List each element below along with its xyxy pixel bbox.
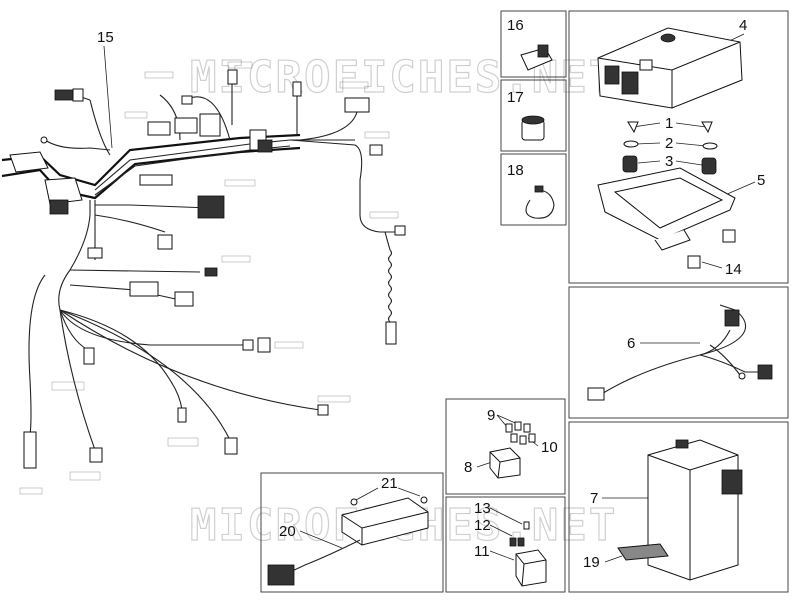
part-18-cable-tie: 18 [507, 162, 555, 219]
callout-15: 15 [97, 29, 114, 46]
callout-4: 4 [739, 17, 747, 34]
leader-15 [103, 45, 113, 149]
part-16-connector-cap: 16 [507, 17, 553, 71]
callout-5: 5 [757, 172, 765, 189]
panel-part-17 [500, 79, 567, 152]
callout-2: 2 [665, 135, 673, 152]
callout-14: 14 [725, 261, 742, 278]
callout-8: 8 [464, 459, 472, 476]
callout-16: 16 [507, 17, 524, 34]
panel-ecu [568, 10, 789, 284]
battery-assembly: 7 19 [583, 439, 743, 581]
ecu-assembly: 4 1 2 3 5 14 [597, 17, 765, 278]
callout-12: 12 [474, 517, 491, 534]
callout-21: 21 [381, 475, 398, 492]
panel-borders [260, 10, 789, 593]
main-wiring-harness [1, 69, 406, 469]
module-20-assembly: 21 20 [267, 475, 429, 586]
callout-3: 3 [665, 153, 673, 170]
fuse-box-assembly: 9 10 8 [464, 407, 558, 479]
part-6-sub-harness: 6 [587, 304, 773, 401]
callout-20: 20 [279, 523, 296, 540]
panel-battery [568, 421, 789, 593]
callout-6: 6 [627, 335, 635, 352]
callout-17: 17 [507, 89, 524, 106]
part-17-grommet: 17 [507, 89, 545, 141]
panel-relay [445, 496, 566, 593]
relay-assembly: 13 12 11 [474, 500, 547, 587]
callout-1: 1 [665, 115, 673, 132]
panel-part-16 [500, 10, 567, 78]
panel-part-18 [500, 153, 567, 226]
panel-harness-6 [568, 286, 789, 419]
callout-11: 11 [474, 543, 490, 560]
callout-13: 13 [474, 500, 491, 517]
callout-9: 9 [487, 407, 495, 424]
harness-small-labels [19, 61, 399, 495]
callout-7: 7 [590, 490, 598, 507]
panel-fuse-box [445, 398, 566, 495]
callout-18: 18 [507, 162, 524, 179]
callout-19: 19 [583, 554, 600, 571]
callout-10: 10 [541, 439, 558, 456]
panel-module-20 [260, 472, 444, 593]
